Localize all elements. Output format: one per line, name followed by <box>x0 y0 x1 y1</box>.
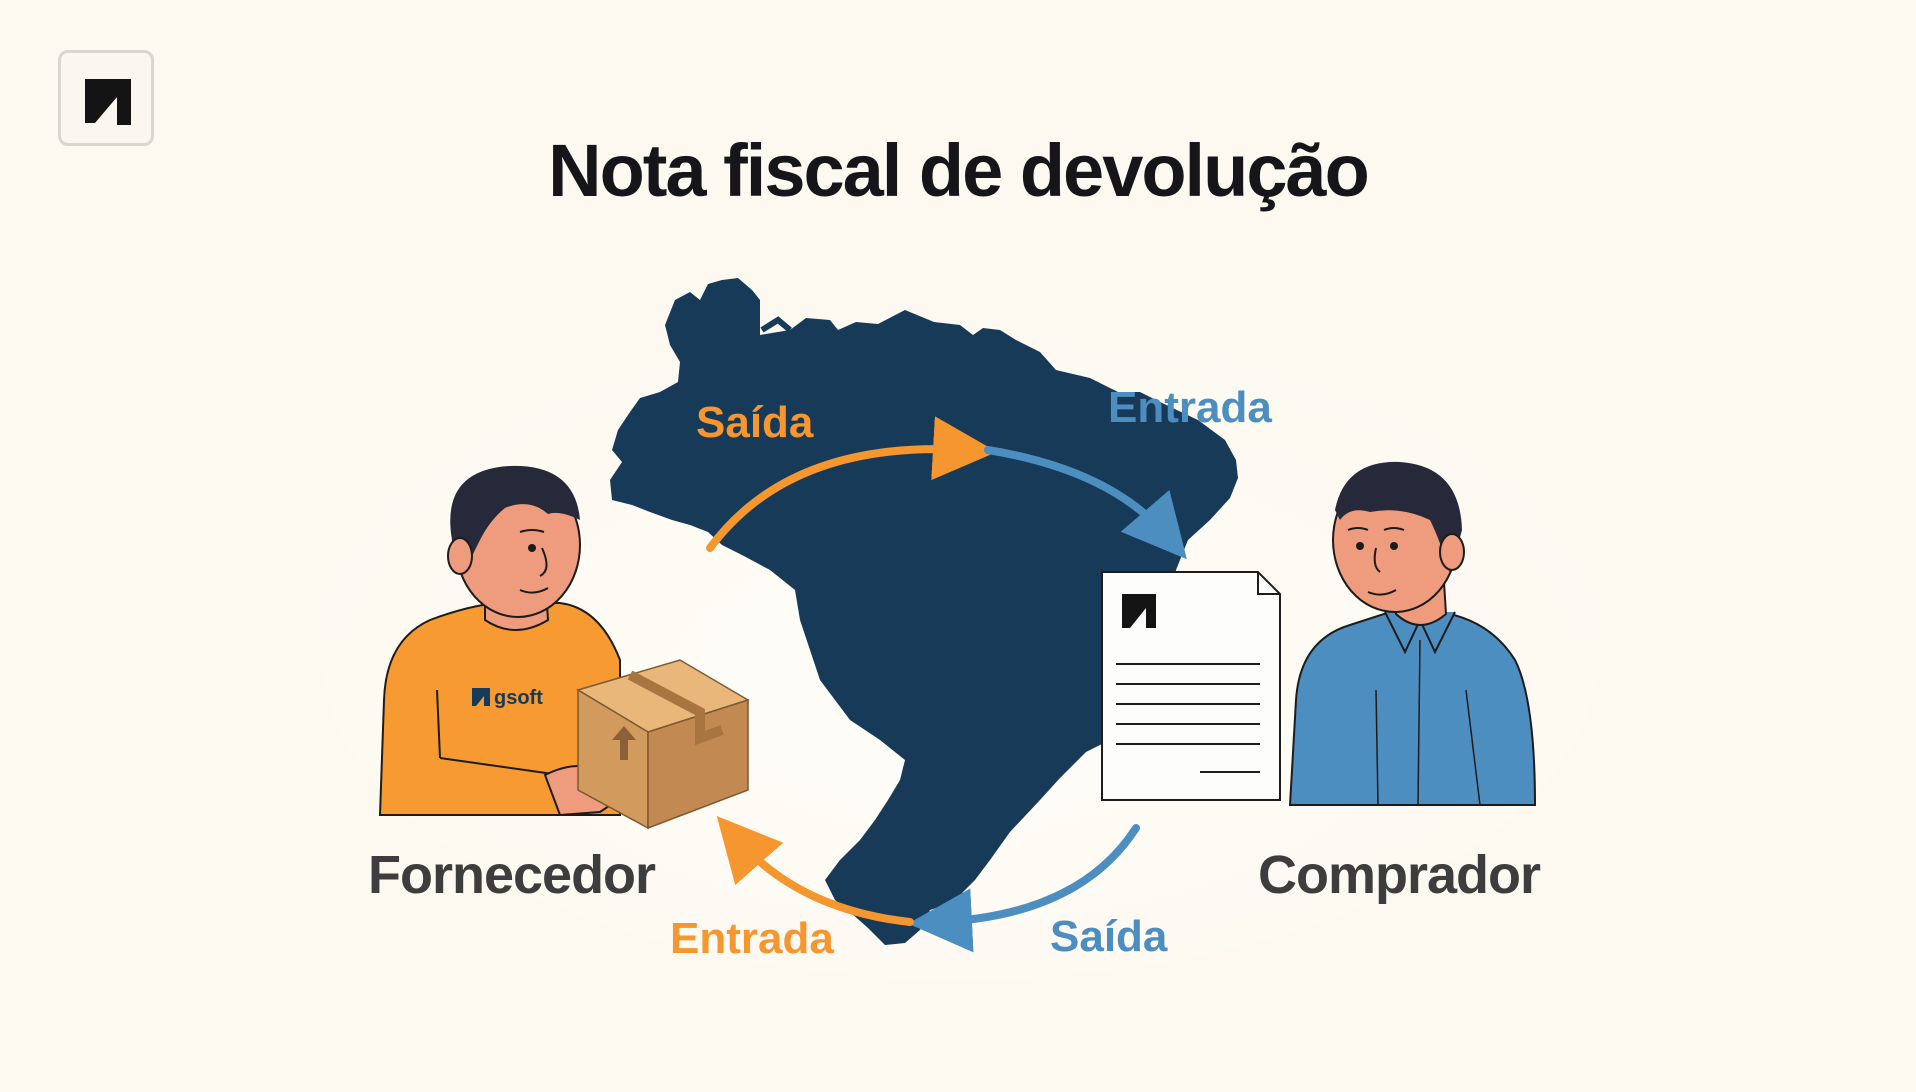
invoice-document <box>1101 571 1281 801</box>
arrow-exit-buyer <box>908 824 1140 953</box>
document-logo-icon <box>1122 594 1156 628</box>
buyer-person <box>1288 461 1537 806</box>
arrow-entry-buyer <box>984 446 1187 560</box>
flow-label-bottom-left: Entrada <box>670 914 834 963</box>
arrow-exit-supplier <box>706 416 997 552</box>
flow-label-top-left: Saída <box>696 398 814 447</box>
arrow-entry-supplier <box>716 816 914 926</box>
brazil-map <box>610 278 1238 945</box>
box-up-arrow-icon <box>612 726 636 760</box>
shirt-logo-icon <box>472 688 490 706</box>
supplier-label: Fornecedor <box>368 845 656 905</box>
supplier-person: gsoft <box>378 465 625 817</box>
logo-badge <box>58 50 154 146</box>
page-title: Nota fiscal de devolução <box>548 129 1370 212</box>
logo-icon <box>85 79 131 125</box>
flow-label-top-right: Entrada <box>1108 383 1272 432</box>
shirt-brand: gsoft <box>494 687 543 709</box>
buyer-label: Comprador <box>1258 845 1541 905</box>
flow-label-bottom-right: Saída <box>1050 912 1168 961</box>
package-box <box>576 659 750 830</box>
map-coast-detail <box>760 316 792 333</box>
